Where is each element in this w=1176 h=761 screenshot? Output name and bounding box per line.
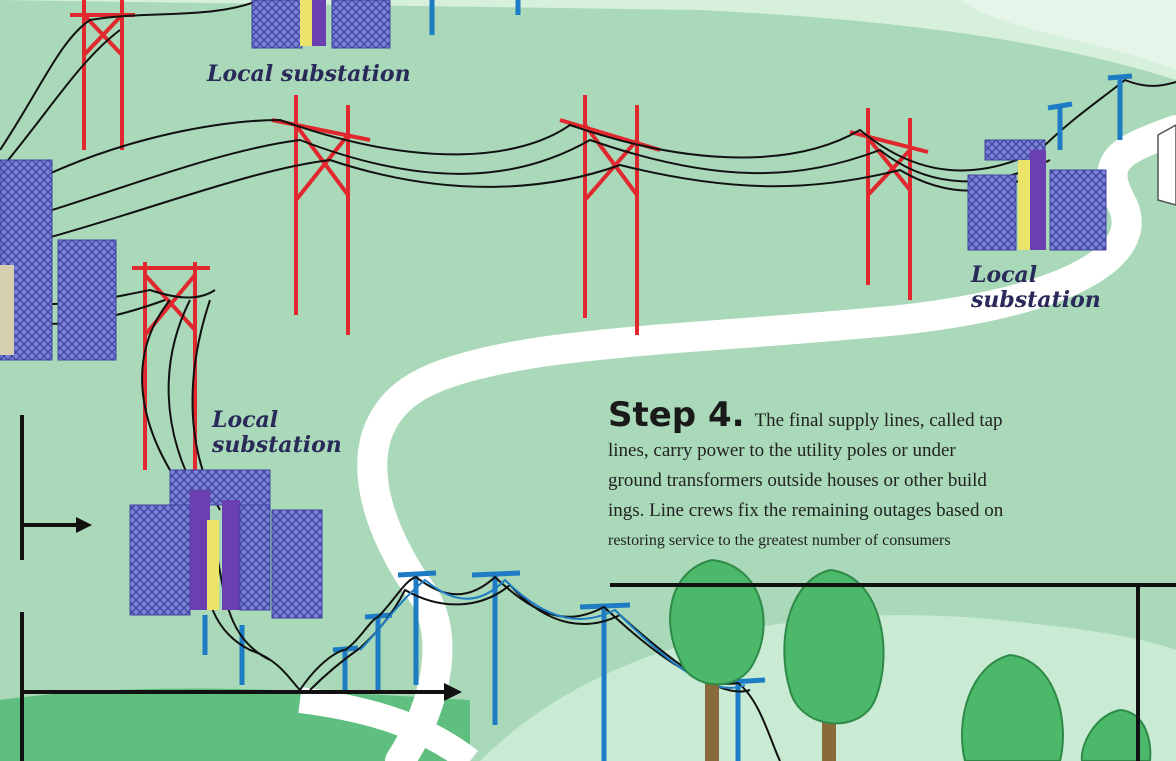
label-line-1: Local — [971, 263, 1101, 288]
label-line-2: substation — [212, 433, 342, 458]
label-local-substation-left: Local substation — [212, 408, 342, 458]
label-line-1: Local — [212, 408, 342, 433]
caption-line-1: Step 4.The final supply lines, called ta… — [608, 400, 1176, 436]
caption-line-2: lines, carry power to the utility poles … — [608, 436, 1176, 466]
caption-line-4: ings. Line crews fix the remaining outag… — [608, 496, 1176, 526]
caption-line-3: ground transformers outside houses or ot… — [608, 466, 1176, 496]
label-local-substation-top: Local substation — [207, 62, 411, 87]
step-4-caption: Step 4.The final supply lines, called ta… — [608, 400, 1176, 556]
substation-lower — [130, 470, 322, 618]
red-pole-1 — [70, 0, 135, 150]
caption-text: The final supply lines, called tap — [755, 410, 1003, 431]
label-line-2: substation — [971, 288, 1101, 313]
substation-top — [252, 0, 390, 48]
red-pole-2 — [272, 95, 370, 335]
arrow-to-substation — [22, 517, 92, 533]
substation-left — [0, 160, 116, 360]
caption-line-5: restoring service to the greatest number… — [608, 526, 1176, 556]
red-pole-3 — [560, 95, 660, 335]
house — [1158, 125, 1176, 205]
label-local-substation-right: Local substation — [971, 263, 1101, 313]
step-title: Step 4. — [608, 395, 745, 435]
red-pole-4 — [850, 108, 928, 300]
substation-right — [968, 140, 1106, 250]
red-pole-5 — [132, 262, 210, 470]
